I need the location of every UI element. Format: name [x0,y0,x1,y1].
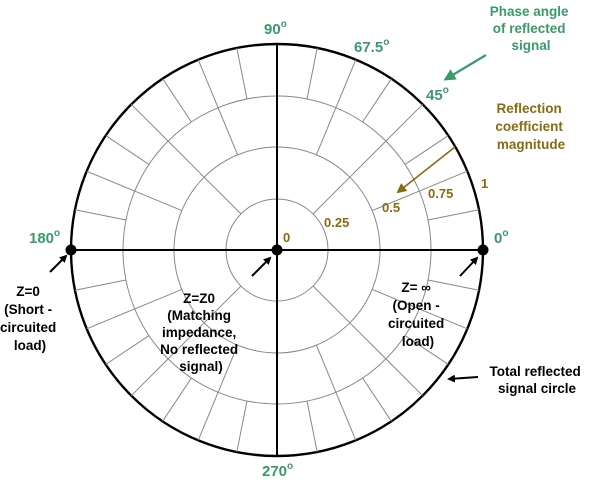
radial-segment [372,288,420,310]
total-circle-arrow [447,374,479,383]
radial-segment [236,400,248,453]
radial-segment [134,190,182,212]
short-arrow [49,254,68,273]
radial-segment [335,59,357,108]
radial-segment [349,322,387,360]
short-circuit-note: Z=0 (Short - circuited load) [0,284,60,353]
radial-segment [197,59,219,108]
radial-segment [427,209,480,221]
magnitude-arrow [396,146,456,194]
open-arrow [459,256,479,277]
radial-segment [312,176,351,215]
radial-segment [105,335,150,365]
radial-segment [167,322,205,360]
open-circuit-point [477,244,489,256]
radial-segment [385,358,424,397]
radial-segment [74,209,127,221]
angle-0-label: 0o [494,228,508,247]
radial-segment [306,47,318,100]
open-circuit-note: Z= ∞ (Open - circuited load) [388,280,448,349]
radial-segment [203,176,242,215]
radial-segment [349,140,387,178]
radial-segment [86,170,135,192]
radial-segment [312,285,351,324]
radial-segment [404,335,449,365]
radial-segment [130,358,169,397]
radial-segment [217,345,239,393]
radial-segment [306,400,318,453]
radial-segment [134,288,182,310]
radial-segment [315,107,337,155]
radial-segment [162,78,192,123]
magnitude-1-label: 1 [481,176,488,191]
radial-segment [203,285,242,324]
magnitude-0.75-label: 0.75 [428,186,453,201]
radial-segment [130,103,169,142]
magnitude-0.5-label: 0.5 [382,200,400,215]
angle-90-label: 90o [264,19,287,38]
radial-segment [236,47,248,100]
reflection-coefficient-note: Reflection coefficient magnitude [495,101,566,152]
matching-impedance-note: Z=Z0 (Matching impedance, No reflected s… [160,291,242,374]
angle-67.5-label: 67.5o [354,37,389,56]
radial-segment [427,279,480,291]
phase-angle-note: Phase angle of reflected signal [490,4,573,53]
radial-segment [197,392,219,441]
radial-segment [362,78,392,123]
radial-segment [162,377,192,422]
radial-segment [372,190,420,212]
radial-segment [315,345,337,393]
radial-segment [167,140,205,178]
match-arrow [251,256,272,277]
radial-grid [74,47,480,453]
angle-180-label: 180o [29,228,60,247]
radial-segment [335,392,357,441]
phase-arrow [443,54,487,81]
total-reflected-note: Total reflected signal circle [489,364,584,396]
radial-segment [217,107,239,155]
radial-segment [362,377,392,422]
radial-segment [74,279,127,291]
magnitude-0.25-label: 0.25 [324,215,349,230]
radial-segment [404,135,449,165]
radial-segment [385,103,424,142]
radial-segment [105,135,150,165]
angle-45-label: 45o [426,85,449,104]
matched-point [271,244,283,256]
angle-270-label: 270o [262,461,293,480]
magnitude-0-label: 0 [283,230,290,245]
radial-segment [86,308,135,330]
radial-segment [419,170,468,192]
radial-segment [419,308,468,330]
short-circuit-point [65,244,77,256]
